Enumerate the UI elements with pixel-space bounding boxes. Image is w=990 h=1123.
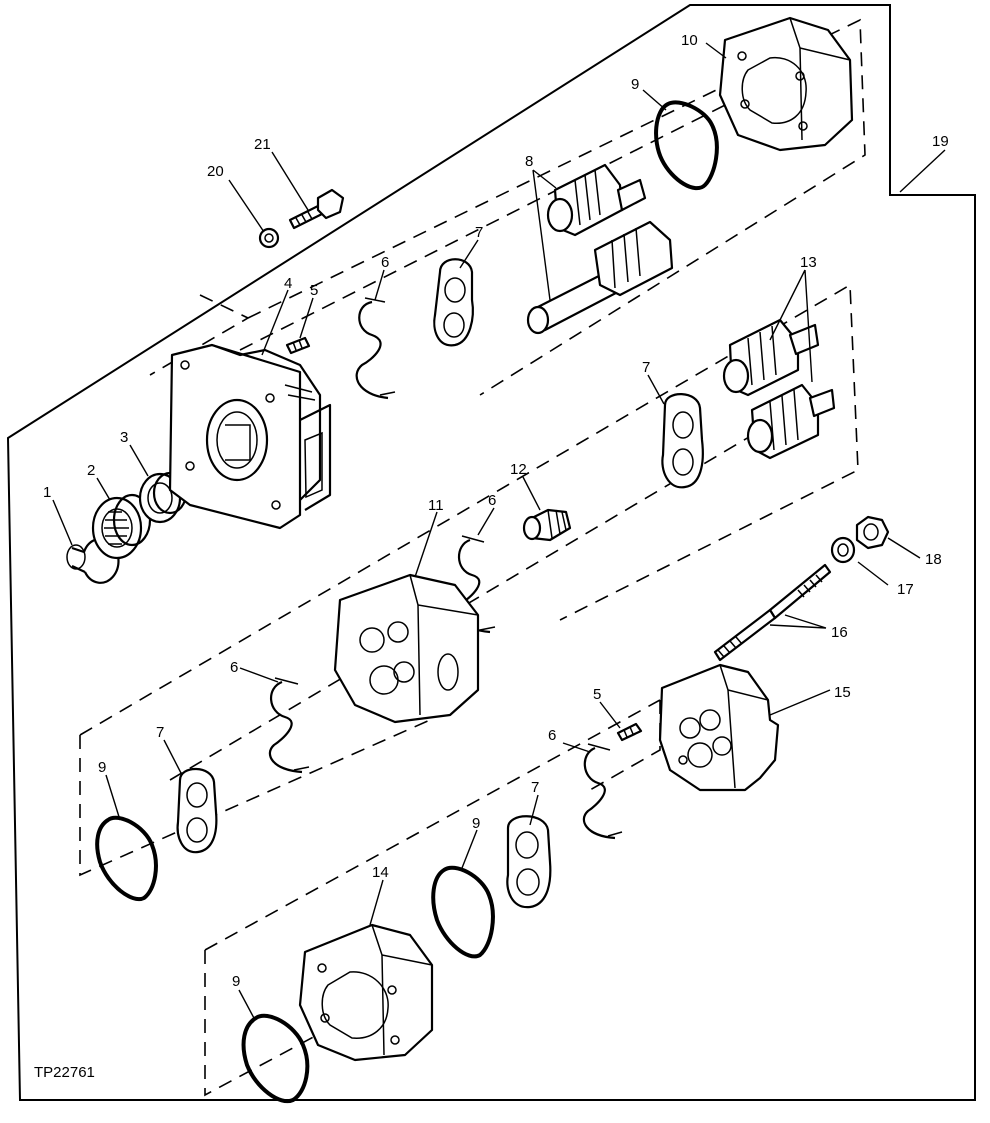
roller-bearing-part [91,493,152,560]
callout-9-left: 9 [98,759,106,776]
stud-lower-part [713,608,777,662]
callout-7-lower: 7 [531,779,539,796]
callout-11: 11 [428,497,444,514]
dowel-pin-lower-part [616,722,643,742]
gasket-lower-part [241,1013,310,1104]
subassembly-boundary-middle [79,283,859,877]
callout-7-upper: 7 [475,224,483,241]
callout-10: 10 [681,32,698,49]
callout-7-middle: 7 [642,359,650,376]
gasket-middle-part [431,865,495,959]
wear-plate-middle-part [661,393,704,489]
gear-upper-part [546,163,647,237]
callout-9-upper: 9 [631,76,639,93]
figure-id-label: TP22761 [34,1064,95,1081]
callout-20: 20 [207,163,224,180]
nut-part [855,515,890,550]
wear-plate-left-part [176,767,218,854]
wire-seal-left-part [268,677,310,774]
callout-2: 2 [87,462,95,479]
dowel-pin-upper-part [285,336,311,355]
callout-9-lower: 9 [232,973,240,990]
assembly-boundary-outline [6,4,976,1101]
callout-5-lower: 5 [593,686,601,703]
washer-right-part [830,536,856,564]
callout-4: 4 [284,275,292,292]
callout-1: 1 [43,484,51,501]
callout-21: 21 [254,136,271,153]
callout-17: 17 [897,581,914,598]
gear-set-part [722,318,836,460]
callout-8: 8 [525,153,533,170]
stud-upper-part [768,563,832,620]
callout-9-middle: 9 [472,815,480,832]
axis-line-upper [239,94,746,351]
wire-seal-lower-part [582,743,623,840]
wear-plate-lower-part [506,815,552,909]
callout-6-middle: 6 [488,492,496,509]
callout-15: 15 [834,684,851,701]
callout-18: 18 [925,551,942,568]
axis-line-middle [169,394,821,781]
callout-6-upper: 6 [381,254,389,271]
callout-16: 16 [831,624,848,641]
rear-housing-part [718,16,854,152]
wear-plate-upper-part [433,258,474,347]
callout-5-upper: 5 [310,282,318,299]
wire-seal-upper-part [355,297,396,400]
callout-7-left: 7 [156,724,164,741]
coupling-part [522,508,572,542]
gasket-upper-part [654,100,719,191]
center-body-part [333,573,480,724]
drive-shaft-part [526,220,674,335]
mounting-flange-part [168,343,332,530]
gasket-left-part [95,815,158,902]
snap-ring-part [66,537,120,584]
callout-3: 3 [120,429,128,446]
callout-6-lower: 6 [548,727,556,744]
callout-19: 19 [932,133,949,150]
callout-13: 13 [800,254,817,271]
leader-lines [52,42,946,1021]
cap-screw-part [288,188,345,230]
washer-left-part [258,227,280,249]
end-plate-part [658,663,780,792]
callout-14: 14 [372,864,389,881]
callout-6-left: 6 [230,659,238,676]
callout-12: 12 [510,461,527,478]
front-housing-part [298,923,434,1062]
